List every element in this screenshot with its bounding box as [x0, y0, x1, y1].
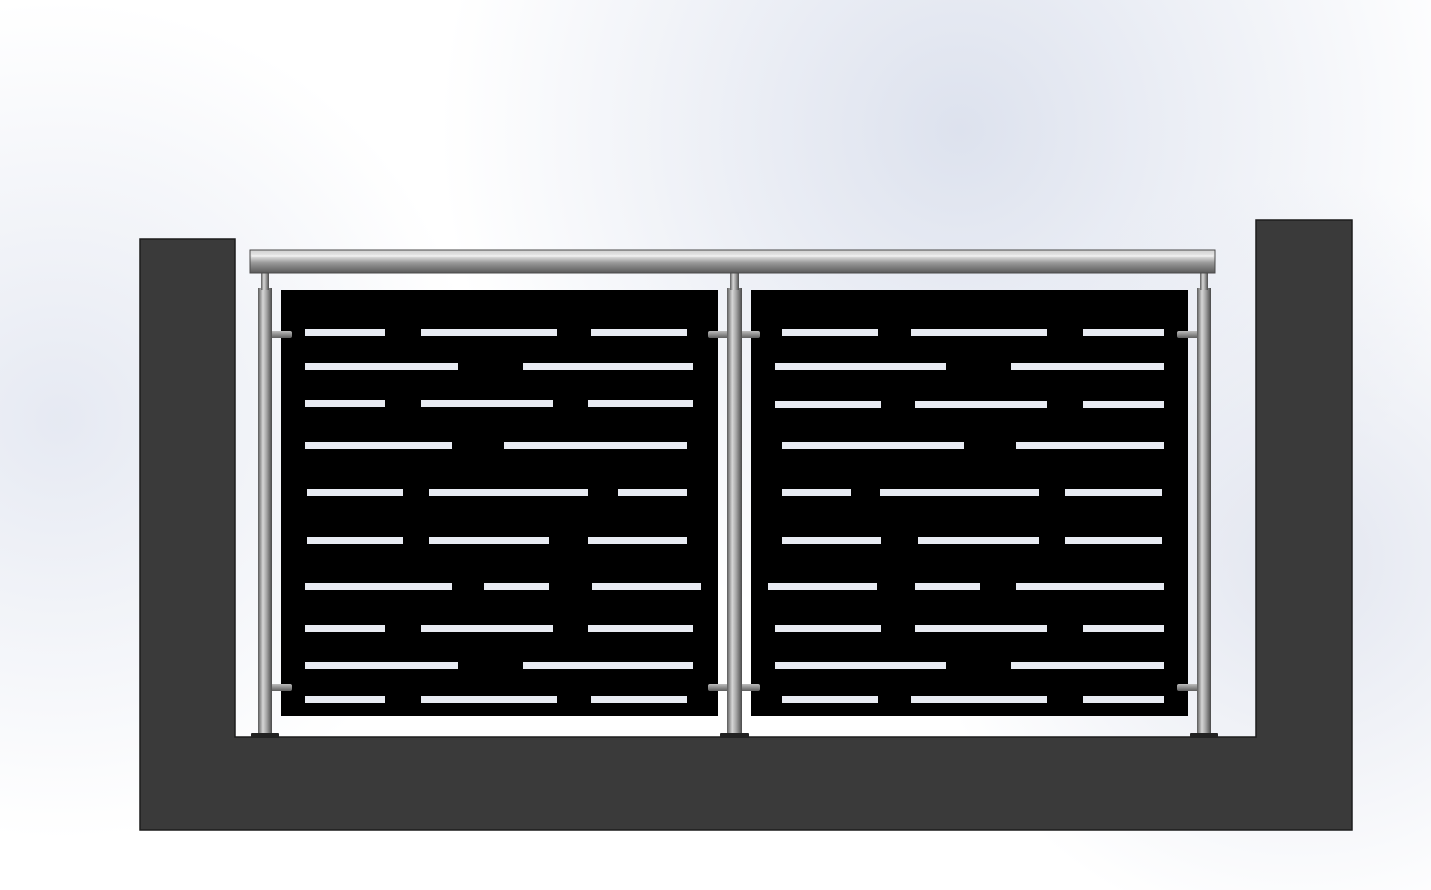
panel-slot [429, 489, 588, 496]
clamp [270, 331, 292, 338]
panel-slot [1083, 696, 1164, 703]
panel-slot [307, 537, 403, 544]
panel-slot [915, 401, 1047, 408]
panel-slot [775, 401, 881, 408]
clamp [1177, 331, 1199, 338]
panel-slot [782, 442, 964, 449]
panel-slot [305, 329, 385, 336]
panel-slot [592, 583, 701, 590]
panel-slot [429, 537, 549, 544]
right-panel [751, 290, 1188, 716]
post-base [1190, 733, 1218, 738]
post-connector [1200, 272, 1208, 290]
left-panel [281, 290, 718, 716]
panel-slot [1011, 363, 1164, 370]
post-tube [727, 288, 742, 734]
post-tube [258, 288, 272, 734]
handrail-bar [249, 249, 1216, 274]
panel-slot [618, 489, 687, 496]
panel-slot [523, 363, 693, 370]
concrete-wall [139, 219, 1353, 831]
panel-slot [591, 696, 687, 703]
panel-slot [782, 329, 878, 336]
panel-slot [307, 489, 403, 496]
panel-slot [305, 400, 385, 407]
left-panel-slots [305, 329, 701, 703]
panel-slot [305, 662, 458, 669]
right-panel-slots [768, 329, 1164, 703]
post-base [720, 733, 749, 738]
panel-slot [775, 662, 946, 669]
panel-slot [1065, 489, 1162, 496]
left-post [251, 272, 279, 738]
panel-slot [915, 583, 980, 590]
panel-slot [588, 400, 693, 407]
panel-slot [484, 583, 549, 590]
panel-slot [523, 662, 693, 669]
panel-slot [305, 583, 452, 590]
panel-slot [305, 696, 385, 703]
clamp [1177, 684, 1199, 691]
panel-slot [588, 537, 687, 544]
handrail [249, 249, 1216, 274]
panel-slot [1011, 662, 1164, 669]
panel-slot [775, 625, 881, 632]
clamp [270, 684, 292, 691]
center-post [720, 272, 749, 738]
post-tube [1197, 288, 1211, 734]
panel-slot [1083, 401, 1164, 408]
post-connector [730, 272, 739, 290]
panel-slot [1083, 625, 1164, 632]
panel-slot [504, 442, 687, 449]
panel-slot [588, 625, 693, 632]
panel-slot [1065, 537, 1162, 544]
panel-slot [305, 442, 452, 449]
panel-slot [911, 696, 1047, 703]
panel-slot [768, 583, 877, 590]
panel-slot [1016, 583, 1164, 590]
panel-slot [305, 363, 458, 370]
panel-slot [591, 329, 687, 336]
panel-slot [421, 400, 553, 407]
panel-clamps [270, 331, 1199, 691]
panel-slot [421, 329, 557, 336]
panel-slot [782, 696, 878, 703]
panel-slot [775, 363, 946, 370]
panel-slot [1016, 442, 1164, 449]
right-post [1190, 272, 1218, 738]
panel-slot [421, 696, 557, 703]
panel-slot [880, 489, 1039, 496]
panel-slot [915, 625, 1047, 632]
panel-slot [1083, 329, 1164, 336]
panel-slot [421, 625, 553, 632]
panel-slot [782, 537, 881, 544]
post-connector [261, 272, 269, 290]
panel-slot [911, 329, 1047, 336]
panel-slot [918, 537, 1039, 544]
panel-slot [305, 625, 385, 632]
panel-slot [782, 489, 851, 496]
post-base [251, 733, 279, 738]
